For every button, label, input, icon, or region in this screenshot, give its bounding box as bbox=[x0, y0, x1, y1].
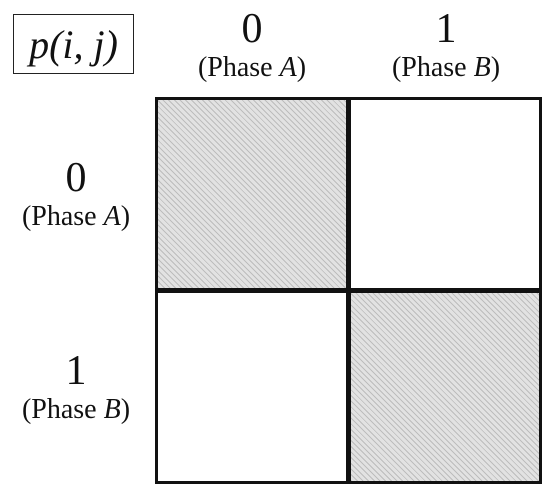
row-index-0: 0 bbox=[65, 155, 87, 201]
matrix-cell-1-0 bbox=[155, 290, 349, 484]
column-phase-0: (Phase A) bbox=[197, 52, 307, 83]
matrix-label: p(i, j) bbox=[13, 14, 134, 74]
row-header-0: 0 (Phase A) bbox=[0, 155, 152, 233]
row-phase-1: (Phase B) bbox=[21, 394, 131, 425]
matrix-cell-0-1 bbox=[348, 97, 542, 291]
row-phase-0: (Phase A) bbox=[21, 201, 131, 232]
matrix-cell-1-1 bbox=[348, 290, 542, 484]
row-header-1: 1 (Phase B) bbox=[0, 348, 152, 426]
probability-matrix bbox=[155, 97, 543, 485]
column-header-0: 0 (Phase A) bbox=[155, 6, 349, 84]
column-phase-1: (Phase B) bbox=[391, 52, 501, 83]
column-header-1: 1 (Phase B) bbox=[349, 6, 543, 84]
row-index-1: 1 bbox=[65, 348, 87, 394]
column-index-1: 1 bbox=[435, 6, 457, 52]
matrix-cell-0-0 bbox=[155, 97, 349, 291]
column-index-0: 0 bbox=[241, 6, 263, 52]
